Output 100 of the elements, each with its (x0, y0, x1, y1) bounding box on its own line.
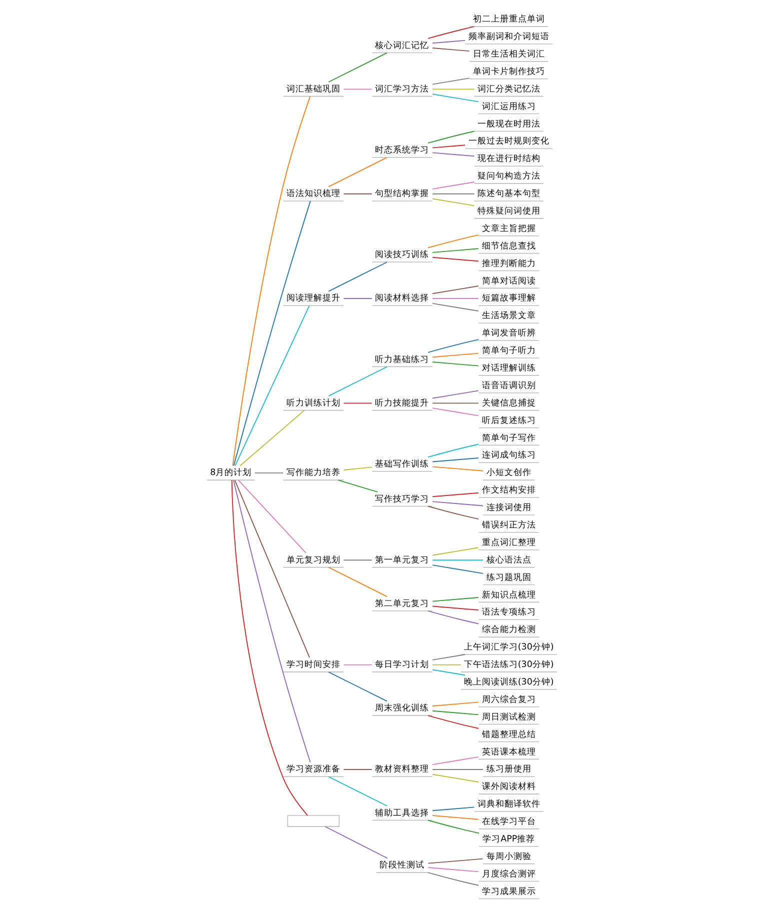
connector (432, 774, 478, 782)
node-text: 月度综合测评 (481, 869, 536, 880)
connector (342, 193, 372, 194)
connector (432, 48, 470, 52)
node-text: 词汇分类记忆法 (476, 84, 540, 94)
connector (427, 610, 479, 624)
node-text: 语法知识梳理 (286, 189, 340, 200)
connector (342, 560, 372, 561)
node-text: 在线学习平台 (481, 817, 536, 828)
node-text: 生活场景文章 (481, 311, 536, 322)
node-text: 周末强化训练 (374, 704, 429, 714)
connector (342, 466, 372, 470)
connector (432, 547, 478, 556)
node-text: 简单句子听力 (481, 346, 536, 356)
connector (432, 88, 474, 90)
connector (427, 506, 479, 520)
node-text: 综合能力检测 (481, 625, 536, 636)
node-text: 推理判断能力 (481, 258, 536, 269)
connector (427, 858, 483, 864)
node-text: 连词成句练习 (481, 450, 536, 461)
connector (237, 480, 306, 554)
node-text: 时态系统学习 (374, 145, 429, 156)
node-text: 周六综合复习 (481, 694, 536, 705)
connector (427, 820, 480, 834)
connector (432, 492, 478, 498)
connector (432, 564, 483, 574)
connector (427, 130, 474, 144)
connector (432, 144, 465, 148)
connector (432, 402, 478, 404)
connector (328, 566, 387, 598)
connector (324, 826, 388, 859)
connector (432, 256, 478, 262)
connector (432, 78, 470, 85)
node-text: 对话理解训练 (481, 364, 536, 374)
connector (427, 872, 479, 886)
node-text: 单词发音听辨 (481, 328, 536, 339)
node-text: 新知识点梳理 (481, 590, 536, 600)
connector (328, 262, 387, 292)
node-text: 核心词汇记忆 (374, 40, 429, 51)
node-text: 关键信息捕捉 (481, 398, 536, 408)
node-text: 听力基础练习 (374, 354, 429, 365)
connector (328, 672, 387, 702)
connector (432, 298, 478, 299)
node-text: 练习题巩固 (486, 572, 531, 583)
connector (432, 466, 483, 472)
node-text: 频率副词和介词短语 (468, 32, 549, 42)
node-text: 一般过去时规则变化 (468, 136, 549, 147)
connector (432, 248, 478, 253)
node-text: 疑问句构造方法 (476, 172, 540, 182)
node-text: 词汇学习方法 (374, 84, 429, 94)
connector (432, 182, 474, 190)
node-text: 上午词汇学习(30分钟) (463, 642, 554, 653)
node-text: 重点词汇整理 (481, 538, 536, 548)
connector (328, 52, 387, 82)
connector (337, 480, 378, 492)
node-box (286, 815, 340, 827)
node-text: 小短文创作 (486, 468, 531, 478)
connector (427, 339, 479, 353)
connector (342, 88, 372, 90)
node-text: 词典和翻译软件 (476, 800, 540, 810)
connector (432, 198, 474, 206)
connector (342, 664, 372, 666)
node-text: 晚上阅读训练(30分钟) (463, 677, 554, 688)
node-text: 基础写作训练 (374, 459, 429, 470)
connector (432, 560, 483, 561)
node-text: 听后复述练习 (481, 416, 536, 426)
node-text: 英语课本梳理 (481, 747, 536, 758)
node-text: 辅助工具选择 (374, 808, 429, 818)
node-text: 初二上册重点单词 (472, 14, 544, 25)
node-text: 一般现在时用法 (476, 119, 540, 130)
connector (232, 96, 310, 466)
connector (432, 597, 478, 602)
node-text: 作文结构安排 (481, 486, 536, 496)
connector (432, 286, 478, 294)
connector (432, 193, 474, 194)
node-text: 单元复习规划 (286, 555, 340, 566)
connector (234, 480, 310, 658)
connector (342, 769, 372, 770)
connector (432, 40, 465, 44)
connector (230, 480, 308, 816)
connector (427, 26, 474, 39)
connector (432, 756, 478, 766)
node-text: 每日学习计划 (374, 660, 429, 670)
node-text: 现在进行时结构 (476, 154, 540, 164)
node-text: 错误纠正方法 (481, 520, 536, 530)
connector (432, 606, 478, 610)
node-text: 特殊疑问词使用 (476, 206, 540, 217)
node-text: 学习时间安排 (286, 660, 340, 670)
node-text: 学习资源准备 (286, 764, 340, 775)
node-text: 日常生活相关词汇 (472, 50, 544, 60)
node-text: 听力训练计划 (286, 398, 340, 408)
node-text: 文章主旨把握 (481, 224, 536, 234)
node-text: 连接词使用 (486, 503, 531, 514)
connector (432, 457, 478, 462)
node-text: 第一单元复习 (374, 555, 429, 566)
node-text: 词汇运用练习 (481, 102, 536, 112)
node-text: 简单句子写作 (481, 433, 536, 444)
connector (432, 769, 483, 770)
connector (328, 776, 387, 806)
connector (342, 402, 372, 404)
